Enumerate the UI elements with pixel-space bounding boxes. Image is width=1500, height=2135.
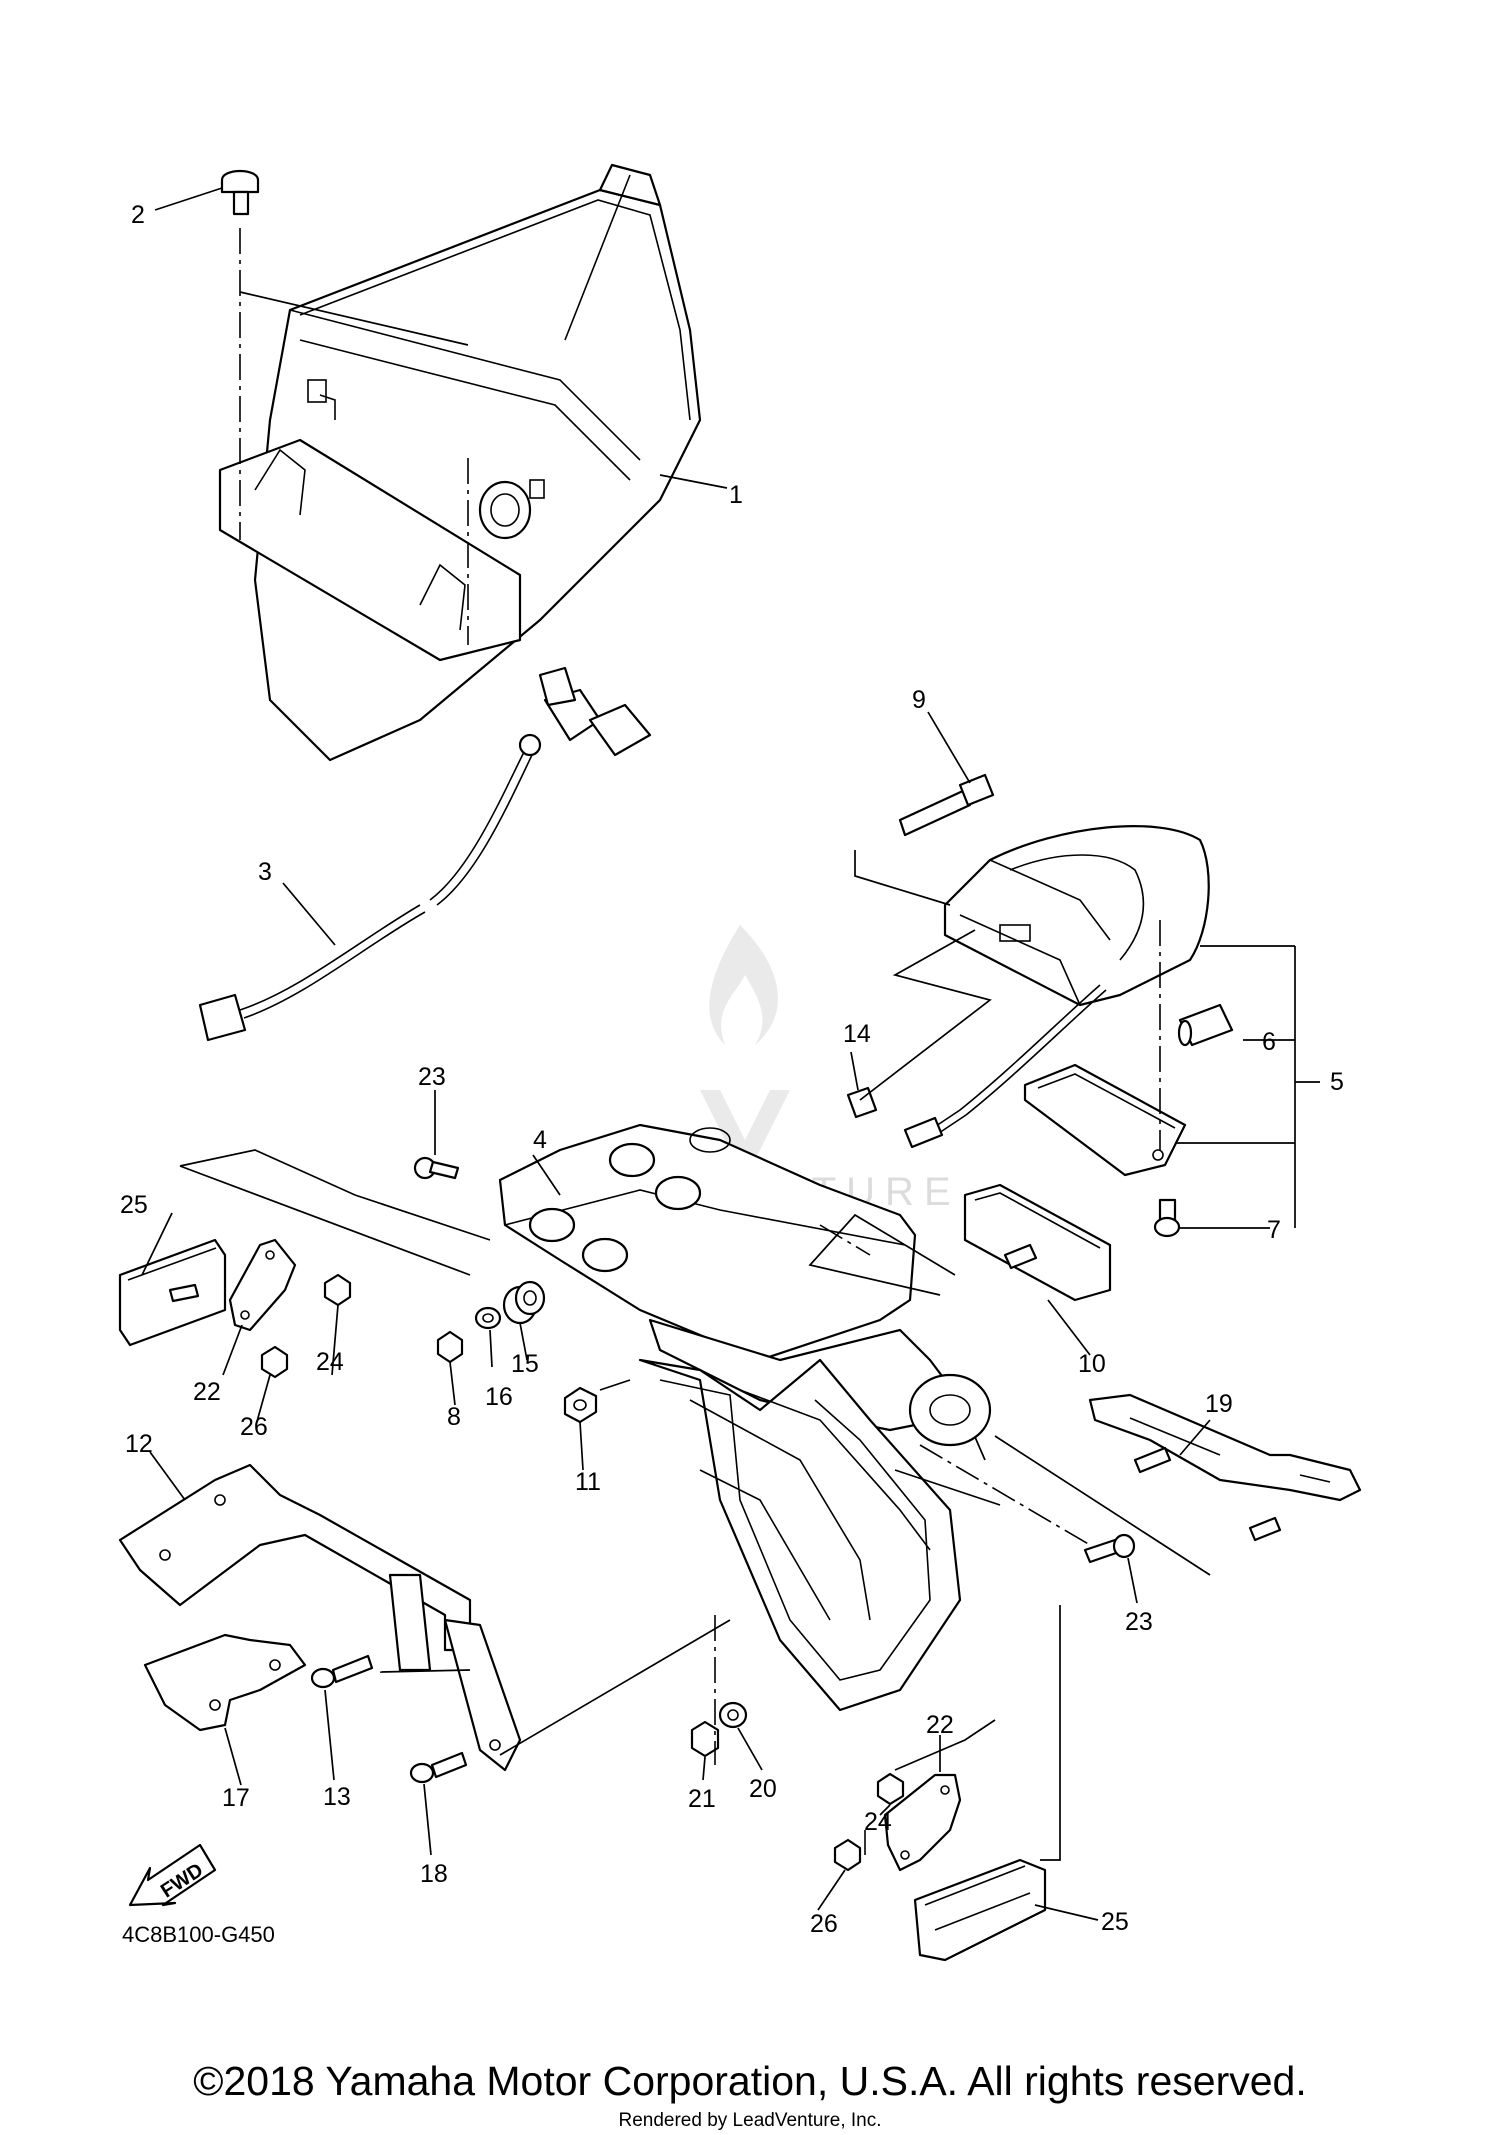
copyright-notice: ©2018 Yamaha Motor Corporation, U.S.A. A… [193, 2058, 1307, 2104]
part-26-nut-left [260, 1345, 289, 1379]
part-4-lower-fender [638, 1358, 962, 1712]
callout-26-left: 26 [240, 1413, 268, 1441]
rendered-by-notice: Rendered by LeadVenture, Inc. [618, 2110, 882, 2131]
callout-23-right: 23 [1125, 1608, 1153, 1636]
callout-1: 1 [729, 481, 743, 509]
part-20-washer [718, 1701, 748, 1729]
callout-24-right: 24 [864, 1808, 892, 1836]
part-18-bolt [409, 1751, 468, 1784]
callout-labels: 2 1 3 9 6 5 7 14 23 4 25 10 22 26 24 8 1… [120, 201, 1344, 1938]
part-6-bulb [1177, 1003, 1234, 1047]
callout-4: 4 [533, 1126, 547, 1154]
callout-12: 12 [125, 1430, 153, 1458]
callout-leaders [141, 187, 1320, 1921]
callout-8: 8 [447, 1403, 461, 1431]
part-5-tail-light-assembly [903, 825, 1210, 1149]
part-3-wire-harness [198, 666, 652, 1042]
part-19-stay [1088, 1393, 1362, 1542]
callout-11: 11 [575, 1468, 601, 1496]
callout-19: 19 [1205, 1390, 1233, 1418]
part-25-reflector-left [118, 1238, 227, 1347]
assembly-lines [179, 228, 1211, 1861]
part-24-nut-left [323, 1273, 352, 1307]
callout-21: 21 [688, 1785, 716, 1813]
part-7-screw [1153, 1198, 1181, 1238]
callout-10: 10 [1078, 1350, 1106, 1378]
callout-3: 3 [258, 858, 272, 886]
callout-23-left: 23 [418, 1063, 446, 1091]
callout-7: 7 [1267, 1216, 1281, 1244]
fwd-arrow-icon: FWD [128, 1843, 217, 1907]
callout-25-left: 25 [120, 1191, 148, 1219]
part-8-nut [436, 1330, 464, 1364]
part-9-bolt [898, 773, 995, 837]
callout-17: 17 [222, 1784, 250, 1812]
callout-25-right: 25 [1101, 1908, 1129, 1936]
callout-9: 9 [912, 686, 926, 714]
callout-16: 16 [485, 1383, 513, 1411]
part-13-bolt [310, 1654, 374, 1689]
part-15-grommet [502, 1280, 546, 1325]
part-10-reflector [963, 1183, 1112, 1302]
part-26-nut-right [833, 1838, 862, 1872]
callout-22-left: 22 [193, 1378, 221, 1406]
callout-26-right: 26 [810, 1910, 838, 1938]
part-22-stay-right [883, 1773, 962, 1872]
part-2-screw [220, 169, 260, 216]
part-23-bolt-right [1083, 1533, 1136, 1564]
part-22-stay-left [228, 1238, 297, 1332]
callout-2: 2 [131, 201, 145, 229]
part-1-rear-fender-cover [218, 163, 702, 762]
callout-13: 13 [323, 1783, 351, 1811]
diagram-code: 4C8B100-G450 [122, 1922, 275, 1947]
callout-5: 5 [1330, 1068, 1344, 1096]
part-25-reflector-right [913, 1858, 1047, 1962]
callout-6: 6 [1262, 1028, 1276, 1056]
part-16-washer [474, 1306, 502, 1330]
part-24-nut-right [876, 1772, 905, 1806]
part-5-lens-cover [1023, 1063, 1187, 1177]
part-14-collar [846, 1086, 878, 1119]
callout-15: 15 [511, 1350, 539, 1378]
part-17-bracket [143, 1633, 307, 1732]
callout-18: 18 [420, 1860, 448, 1888]
part-23-bolt-left [413, 1156, 460, 1180]
part-11-nut [563, 1386, 598, 1424]
callout-24-left: 24 [316, 1348, 344, 1376]
callout-14: 14 [843, 1020, 871, 1048]
callout-22-right: 22 [926, 1711, 954, 1739]
part-21-nut [690, 1720, 720, 1758]
part-12-bracket [118, 1463, 522, 1772]
callout-20: 20 [749, 1775, 777, 1803]
